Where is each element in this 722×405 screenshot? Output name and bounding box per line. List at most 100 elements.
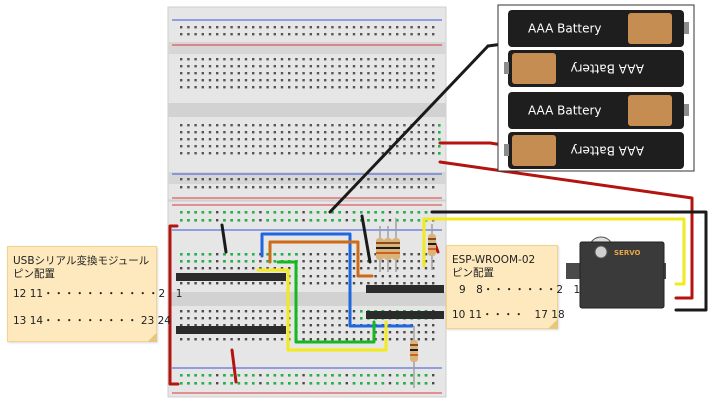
breadboard-hole — [180, 338, 183, 341]
breadboard-hole — [280, 65, 284, 68]
breadboard-hole-connected — [208, 211, 212, 214]
breadboard-hole — [417, 260, 420, 263]
breadboard-hole — [388, 65, 392, 68]
breadboard-hole-connected — [208, 253, 212, 256]
breadboard-hole — [295, 152, 298, 155]
breadboard-hole — [381, 138, 384, 141]
breadboard-hole-connected — [324, 219, 327, 222]
breadboard-hole — [273, 282, 276, 285]
breadboard-hole — [266, 178, 269, 181]
breadboard-hole — [424, 145, 428, 148]
breadboard-hole — [316, 324, 320, 327]
breadboard-hole — [338, 86, 341, 89]
breadboard-hole — [424, 324, 428, 327]
breadboard-hole — [252, 26, 255, 29]
breadboard-hole-connected — [352, 382, 356, 385]
breadboard-hole — [259, 282, 262, 285]
breadboard-hole-connected — [331, 374, 334, 377]
breadboard-hole — [367, 282, 370, 285]
breadboard-hole — [194, 267, 197, 270]
breadboard-hole-connected — [360, 317, 363, 320]
breadboard-hole — [230, 338, 233, 341]
breadboard-hole — [216, 267, 219, 270]
breadboard-hole — [201, 324, 204, 327]
breadboard-hole — [259, 86, 262, 89]
breadboard-hole — [273, 138, 276, 141]
breadboard-hole — [252, 152, 255, 155]
breadboard-hole — [345, 275, 348, 278]
breadboard-hole — [273, 178, 276, 181]
breadboard-hole — [216, 186, 219, 189]
breadboard-hole-connected — [244, 382, 248, 385]
breadboard-hole — [266, 131, 269, 134]
breadboard-hole — [352, 338, 356, 341]
breadboard-hole — [223, 138, 226, 141]
breadboard-hole — [345, 72, 348, 75]
breadboard-hole — [266, 138, 269, 141]
breadboard-hole-connected — [273, 211, 277, 214]
breadboard-hole — [338, 26, 341, 29]
breadboard-hole — [316, 86, 320, 89]
header-strip — [176, 273, 286, 281]
breadboard-hole — [194, 58, 197, 61]
breadboard-hole — [216, 219, 219, 222]
breadboard-hole — [331, 275, 334, 278]
breadboard-hole — [273, 86, 276, 89]
breadboard-hole — [410, 338, 413, 341]
breadboard-hole — [352, 79, 356, 82]
breadboard-hole — [324, 275, 327, 278]
breadboard-hole — [432, 152, 435, 155]
breadboard-hole — [417, 152, 420, 155]
battery-label: AAA Battery — [570, 144, 644, 158]
breadboard-hole — [223, 310, 226, 313]
breadboard-hole — [295, 186, 298, 189]
breadboard-hole — [432, 124, 435, 127]
breadboard-hole — [180, 124, 183, 127]
breadboard-hole — [367, 131, 370, 134]
breadboard-hole — [273, 324, 276, 327]
breadboard-hole — [187, 282, 190, 285]
breadboard-hole — [180, 79, 183, 82]
breadboard-hole — [374, 65, 377, 68]
breadboard-hole — [237, 145, 240, 148]
breadboard-hole — [201, 338, 204, 341]
breadboard-hole — [381, 260, 384, 263]
breadboard-hole — [201, 178, 204, 181]
breadboard-hole — [424, 282, 428, 285]
breadboard-hole — [345, 267, 348, 270]
breadboard-hole-connected — [424, 211, 428, 214]
breadboard-hole — [288, 33, 291, 36]
breadboard-hole-connected — [280, 219, 284, 222]
breadboard-hole-connected — [360, 310, 363, 313]
breadboard-hole — [252, 65, 255, 68]
breadboard-hole — [374, 145, 377, 148]
breadboard-hole — [309, 310, 312, 313]
wire-red-battery — [438, 141, 505, 147]
breadboard-hole — [432, 324, 435, 327]
breadboard-hole — [367, 26, 370, 29]
breadboard-hole — [338, 253, 341, 256]
breadboard-hole — [410, 186, 413, 189]
breadboard-hole — [252, 138, 255, 141]
breadboard-hole — [266, 58, 269, 61]
breadboard-hole — [381, 331, 384, 334]
breadboard-hole — [432, 374, 435, 377]
breadboard-hole — [374, 253, 377, 256]
breadboard-hole — [252, 145, 255, 148]
breadboard-hole-connected — [381, 374, 385, 377]
breadboard-hole — [316, 267, 320, 270]
breadboard-hole-connected — [410, 382, 413, 385]
breadboard-hole — [410, 86, 413, 89]
breadboard-hole — [388, 267, 392, 270]
breadboard-hole — [345, 219, 348, 222]
breadboard-hole — [237, 79, 240, 82]
breadboard-hole — [410, 260, 413, 263]
breadboard-hole — [360, 86, 363, 89]
breadboard-hole — [201, 310, 204, 313]
breadboard-hole — [432, 282, 435, 285]
breadboard-top — [167, 6, 447, 201]
breadboard-hole-connected — [252, 382, 255, 385]
breadboard-hole — [208, 58, 212, 61]
breadboard-hole — [324, 324, 327, 327]
breadboard-hole — [316, 186, 320, 189]
